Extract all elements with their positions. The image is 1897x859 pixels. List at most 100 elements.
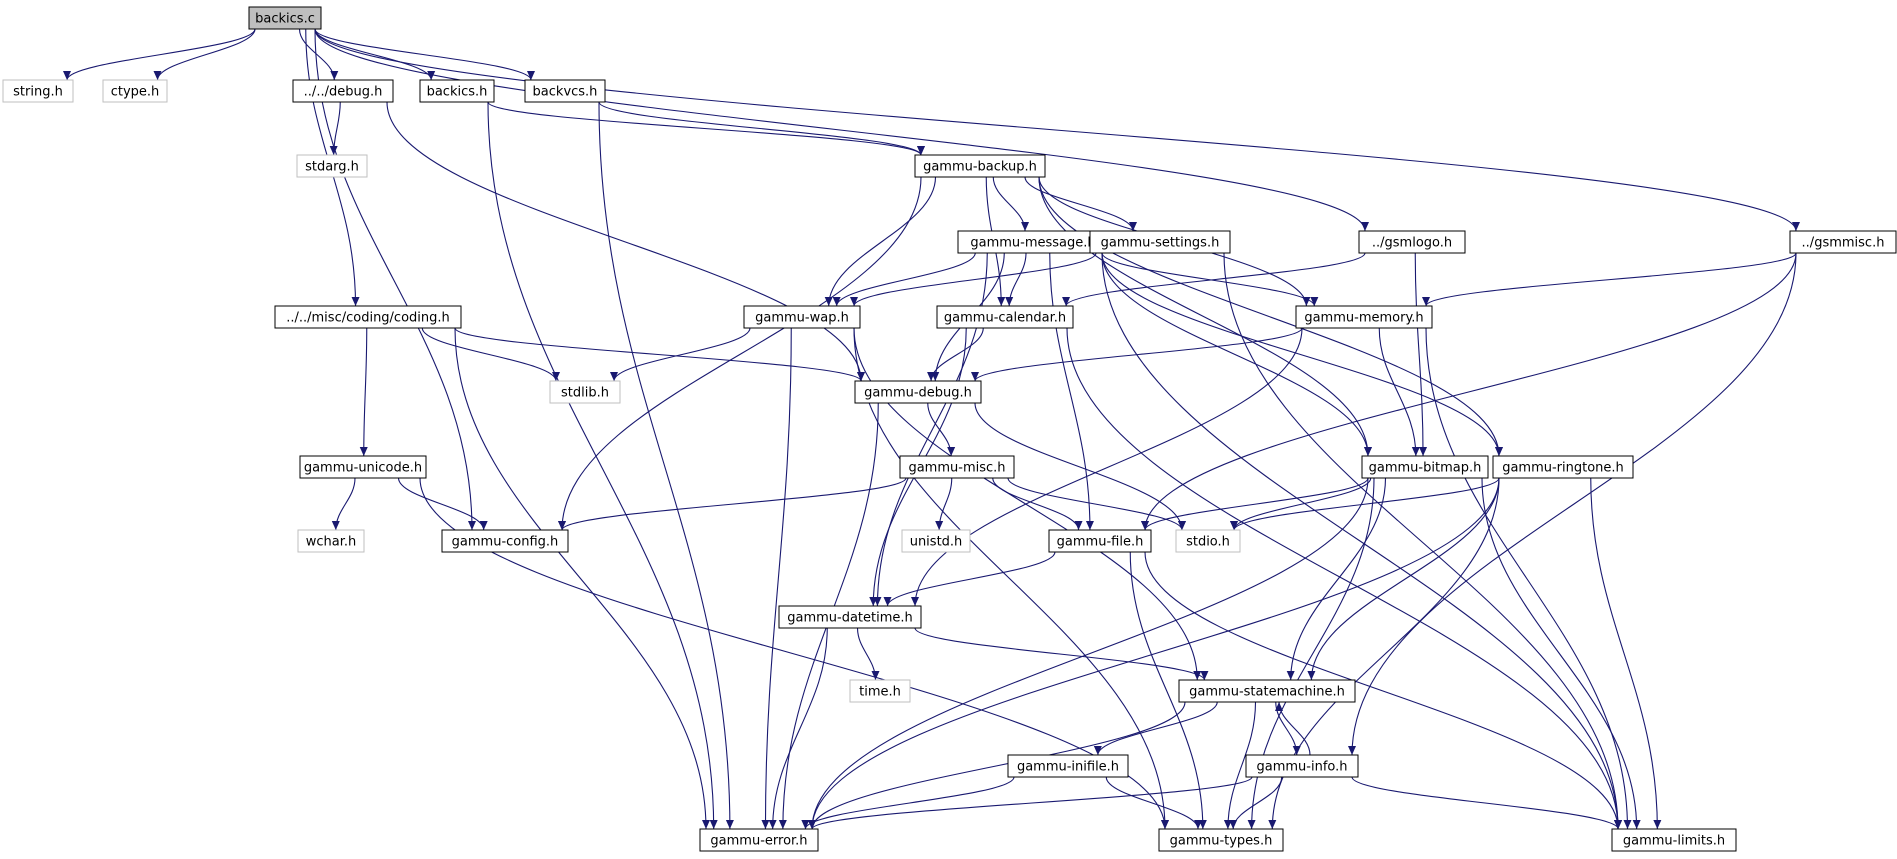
node-label: gammu-types.h bbox=[1170, 834, 1273, 849]
edge-gammu-info-h-to-gammu-limits-h bbox=[1351, 776, 1623, 830]
node-gammu-unicode-h[interactable]: gammu-unicode.h bbox=[299, 455, 427, 479]
node-gammu-bitmap-h[interactable]: gammu-bitmap.h bbox=[1361, 455, 1489, 479]
node-unistd-h: unistd.h bbox=[901, 529, 971, 553]
node-label: stdio.h bbox=[1186, 535, 1230, 550]
edge-gammu-ringtone-h-to-gammu-statemachine-h bbox=[1307, 477, 1500, 681]
node-label: gammu-memory.h bbox=[1304, 311, 1423, 326]
edge-gammu-bitmap-h-to-stdio-h bbox=[1230, 477, 1372, 531]
edge-gammu-file-h-to-gammu-datetime-h bbox=[883, 551, 1056, 607]
node-box bbox=[899, 455, 1015, 479]
node-box bbox=[296, 154, 368, 178]
node-box bbox=[1178, 679, 1356, 703]
node-coding-h[interactable]: ../../misc/coding/coding.h bbox=[274, 305, 462, 329]
edge-gammu-wap-h-to-gammu-error-h bbox=[761, 327, 792, 830]
node-box bbox=[854, 380, 982, 404]
edge-gammu-calendar-h-to-gammu-limits-h bbox=[1066, 327, 1622, 830]
node-gammu-types-h[interactable]: gammu-types.h bbox=[1158, 828, 1284, 852]
edge-gammu-memory-h-to-gammu-debug-h bbox=[971, 327, 1303, 382]
node-box bbox=[274, 305, 462, 329]
node-box bbox=[1295, 305, 1433, 329]
node-box bbox=[1789, 230, 1897, 254]
node-gammu-ringtone-h[interactable]: gammu-ringtone.h bbox=[1492, 455, 1634, 479]
node-box bbox=[1007, 754, 1129, 778]
edge-coding-h-to-gammu-error-h bbox=[454, 327, 710, 830]
edge-gammu-settings-h-to-gammu-limits-h bbox=[1223, 252, 1622, 830]
edge-gsmmisc-h-to-gammu-file-h bbox=[1141, 252, 1797, 531]
edge-backics-c-to-gsmlogo-h bbox=[314, 28, 1369, 232]
node-box bbox=[1358, 230, 1466, 254]
edge-gammu-statemachine-h-to-gammu-error-h bbox=[808, 701, 1186, 830]
node-label: backics.c bbox=[255, 12, 315, 27]
edge-gammu-memory-h-to-gammu-datetime-h bbox=[911, 327, 1303, 607]
edge-gammu-wap-h-to-stdlib-h bbox=[610, 327, 751, 382]
node-gammu-settings-h[interactable]: gammu-settings.h bbox=[1089, 230, 1231, 254]
node-box bbox=[1175, 529, 1241, 553]
edge-gammu-message-h-to-gammu-wap-h bbox=[832, 252, 976, 307]
node-backics-c[interactable]: backics.c bbox=[248, 6, 322, 30]
node-box bbox=[1048, 529, 1152, 553]
node-gammu-misc-h[interactable]: gammu-misc.h bbox=[899, 455, 1015, 479]
node-label: gammu-bitmap.h bbox=[1369, 461, 1482, 476]
node-box bbox=[936, 305, 1074, 329]
edge-gammu-backup-h-to-gammu-config-h bbox=[558, 176, 922, 531]
edge-gammu-statemachine-h-to-gammu-inifile-h bbox=[1093, 701, 1218, 756]
node-label: unistd.h bbox=[910, 535, 963, 550]
node-gammu-calendar-h[interactable]: gammu-calendar.h bbox=[936, 305, 1074, 329]
edge-coding-h-to-gammu-unicode-h bbox=[359, 327, 368, 457]
node-box bbox=[299, 455, 427, 479]
edge-gammu-info-h-to-gammu-types-h bbox=[1229, 776, 1283, 830]
node-gammu-config-h[interactable]: gammu-config.h bbox=[441, 529, 569, 553]
node-box bbox=[1492, 455, 1634, 479]
edge-gammu-calendar-h-to-gammu-debug-h bbox=[927, 327, 984, 382]
node-label: gammu-settings.h bbox=[1101, 236, 1220, 251]
node-label: ../gsmmisc.h bbox=[1802, 236, 1885, 251]
node-stdio-h: stdio.h bbox=[1175, 529, 1241, 553]
node-gammu-debug-h[interactable]: gammu-debug.h bbox=[854, 380, 982, 404]
node-gammu-message-h[interactable]: gammu-message.h bbox=[957, 230, 1109, 254]
node-label: gammu-misc.h bbox=[908, 461, 1005, 476]
node-gsmlogo-h[interactable]: ../gsmlogo.h bbox=[1358, 230, 1466, 254]
node-gammu-limits-h[interactable]: gammu-limits.h bbox=[1611, 828, 1737, 852]
node-label: string.h bbox=[13, 85, 63, 100]
edge-layer bbox=[63, 28, 1800, 830]
node-gsmmisc-h[interactable]: ../gsmmisc.h bbox=[1789, 230, 1897, 254]
node-box bbox=[901, 529, 971, 553]
edge-gammu-statemachine-h-to-gammu-types-h bbox=[1223, 701, 1257, 830]
node-gammu-error-h[interactable]: gammu-error.h bbox=[699, 828, 819, 852]
node-gammu-statemachine-h[interactable]: gammu-statemachine.h bbox=[1178, 679, 1356, 703]
edge-gammu-misc-h-to-gammu-config-h bbox=[558, 477, 907, 531]
node-label: gammu-debug.h bbox=[864, 386, 972, 401]
edge-gammu-datetime-h-to-gammu-statemachine-h bbox=[914, 627, 1209, 681]
edge-gammu-ringtone-h-to-stdio-h bbox=[1230, 477, 1500, 531]
edge-gammu-memory-h-to-gammu-limits-h bbox=[1425, 327, 1632, 830]
node-gammu-file-h[interactable]: gammu-file.h bbox=[1048, 529, 1152, 553]
node-box bbox=[419, 79, 495, 103]
edge-gammu-backup-h-to-gammu-ringtone-h bbox=[1038, 176, 1503, 457]
edge-gammu-file-h-to-gammu-limits-h bbox=[1144, 551, 1622, 830]
edge-gammu-misc-h-to-stdio-h bbox=[1007, 477, 1186, 531]
node-label: gammu-calendar.h bbox=[944, 311, 1066, 326]
edge-backics-c-to-gsmmisc-h bbox=[314, 28, 1800, 232]
edge-gammu-datetime-h-to-gammu-error-h bbox=[768, 627, 828, 830]
node-backics-h[interactable]: backics.h bbox=[419, 79, 495, 103]
node-gammu-inifile-h[interactable]: gammu-inifile.h bbox=[1007, 754, 1129, 778]
edge-gammu-settings-h-to-gammu-wap-h bbox=[850, 252, 1097, 307]
node-gammu-info-h[interactable]: gammu-info.h bbox=[1245, 754, 1359, 778]
edge-backics-h-to-gammu-error-h bbox=[487, 101, 718, 830]
node-time-h: time.h bbox=[849, 679, 911, 703]
node-debug-h[interactable]: ../../debug.h bbox=[292, 79, 394, 103]
edge-gammu-debug-h-to-gammu-misc-h bbox=[927, 402, 956, 457]
node-gammu-wap-h[interactable]: gammu-wap.h bbox=[743, 305, 861, 329]
node-backvcs-h[interactable]: backvcs.h bbox=[524, 79, 606, 103]
node-gammu-backup-h[interactable]: gammu-backup.h bbox=[914, 154, 1046, 178]
node-box bbox=[699, 828, 819, 852]
node-gammu-datetime-h[interactable]: gammu-datetime.h bbox=[778, 605, 922, 629]
node-label: backics.h bbox=[427, 85, 488, 100]
edge-gammu-inifile-h-to-gammu-error-h bbox=[801, 776, 1015, 830]
node-box bbox=[248, 6, 322, 30]
node-gammu-memory-h[interactable]: gammu-memory.h bbox=[1295, 305, 1433, 329]
node-box bbox=[292, 79, 394, 103]
node-string-h: string.h bbox=[2, 79, 74, 103]
edge-gammu-bitmap-h-to-gammu-error-h bbox=[808, 477, 1369, 830]
